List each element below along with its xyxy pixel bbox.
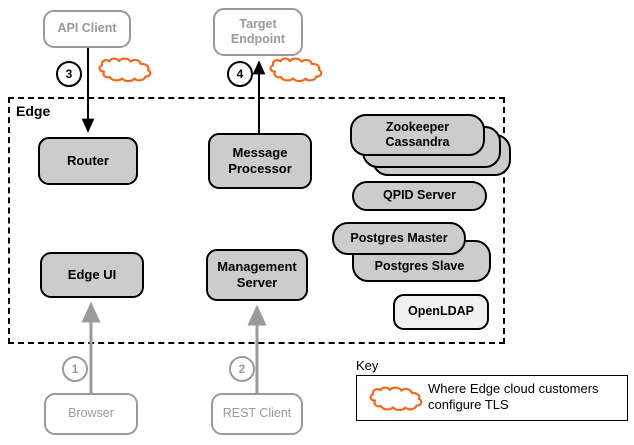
- step-badge-4-label: 4: [236, 67, 244, 81]
- node-message-processor[interactable]: Message Processor: [208, 133, 312, 189]
- node-browser-label: Browser: [68, 406, 114, 421]
- node-rest-client[interactable]: REST Client: [211, 393, 303, 435]
- edge-zone-label: Edge: [16, 103, 51, 119]
- node-target-endpoint-label-line2: Endpoint: [230, 32, 286, 46]
- node-api-client-label: API Client: [57, 21, 117, 36]
- node-message-processor-label-line2: Processor: [228, 161, 292, 176]
- node-management-server[interactable]: Management Server: [206, 249, 308, 301]
- step-badge-1-label: 1: [71, 362, 79, 376]
- node-zookeeper[interactable]: Zookeeper Cassandra: [350, 114, 485, 156]
- step-badge-2: 2: [229, 356, 255, 382]
- node-rest-client-label: REST Client: [222, 406, 292, 421]
- node-browser[interactable]: Browser: [44, 393, 138, 435]
- node-edge-ui-label: Edge UI: [67, 267, 117, 283]
- node-postgres-master-label: Postgres Master: [350, 230, 448, 245]
- step-badge-4: 4: [227, 61, 253, 87]
- node-zookeeper-label: Zookeeper: [385, 119, 450, 134]
- node-management-server-label-line1: Management: [217, 259, 297, 275]
- node-message-processor-label-line1: Message: [232, 145, 288, 161]
- cloud-icon-key-legend: [369, 386, 423, 412]
- node-postgres-master[interactable]: Postgres Master: [332, 222, 466, 255]
- step-badge-3: 3: [56, 61, 82, 87]
- node-management-server-label-line2: Server: [236, 275, 278, 290]
- step-badge-1: 1: [62, 356, 88, 382]
- key-heading: Key: [356, 358, 379, 373]
- node-postgres-slave-label: Postgres Slave: [374, 258, 465, 273]
- cloud-icon-router-tls: [98, 57, 152, 83]
- node-qpid-server[interactable]: QPID Server: [352, 181, 487, 211]
- step-badge-3-label: 3: [65, 67, 73, 81]
- node-target-endpoint-label-line1: Target: [239, 16, 277, 31]
- node-router-label: Router: [67, 153, 109, 169]
- step-badge-2-label: 2: [238, 362, 246, 376]
- node-api-client[interactable]: API Client: [43, 10, 131, 48]
- node-router[interactable]: Router: [38, 137, 138, 185]
- key-description: Where Edge cloud customers configure TLS: [428, 381, 599, 413]
- node-openldap[interactable]: OpenLDAP: [393, 294, 489, 330]
- node-postgres-slave[interactable]: Postgres Slave: [352, 255, 487, 278]
- cloud-icon-target-tls: [269, 57, 323, 83]
- node-qpid-server-label: QPID Server: [383, 188, 456, 203]
- node-cassandra-label: Cassandra: [385, 135, 450, 149]
- node-target-endpoint[interactable]: Target Endpoint: [213, 8, 303, 56]
- node-openldap-label: OpenLDAP: [408, 304, 474, 319]
- node-edge-ui[interactable]: Edge UI: [40, 252, 144, 298]
